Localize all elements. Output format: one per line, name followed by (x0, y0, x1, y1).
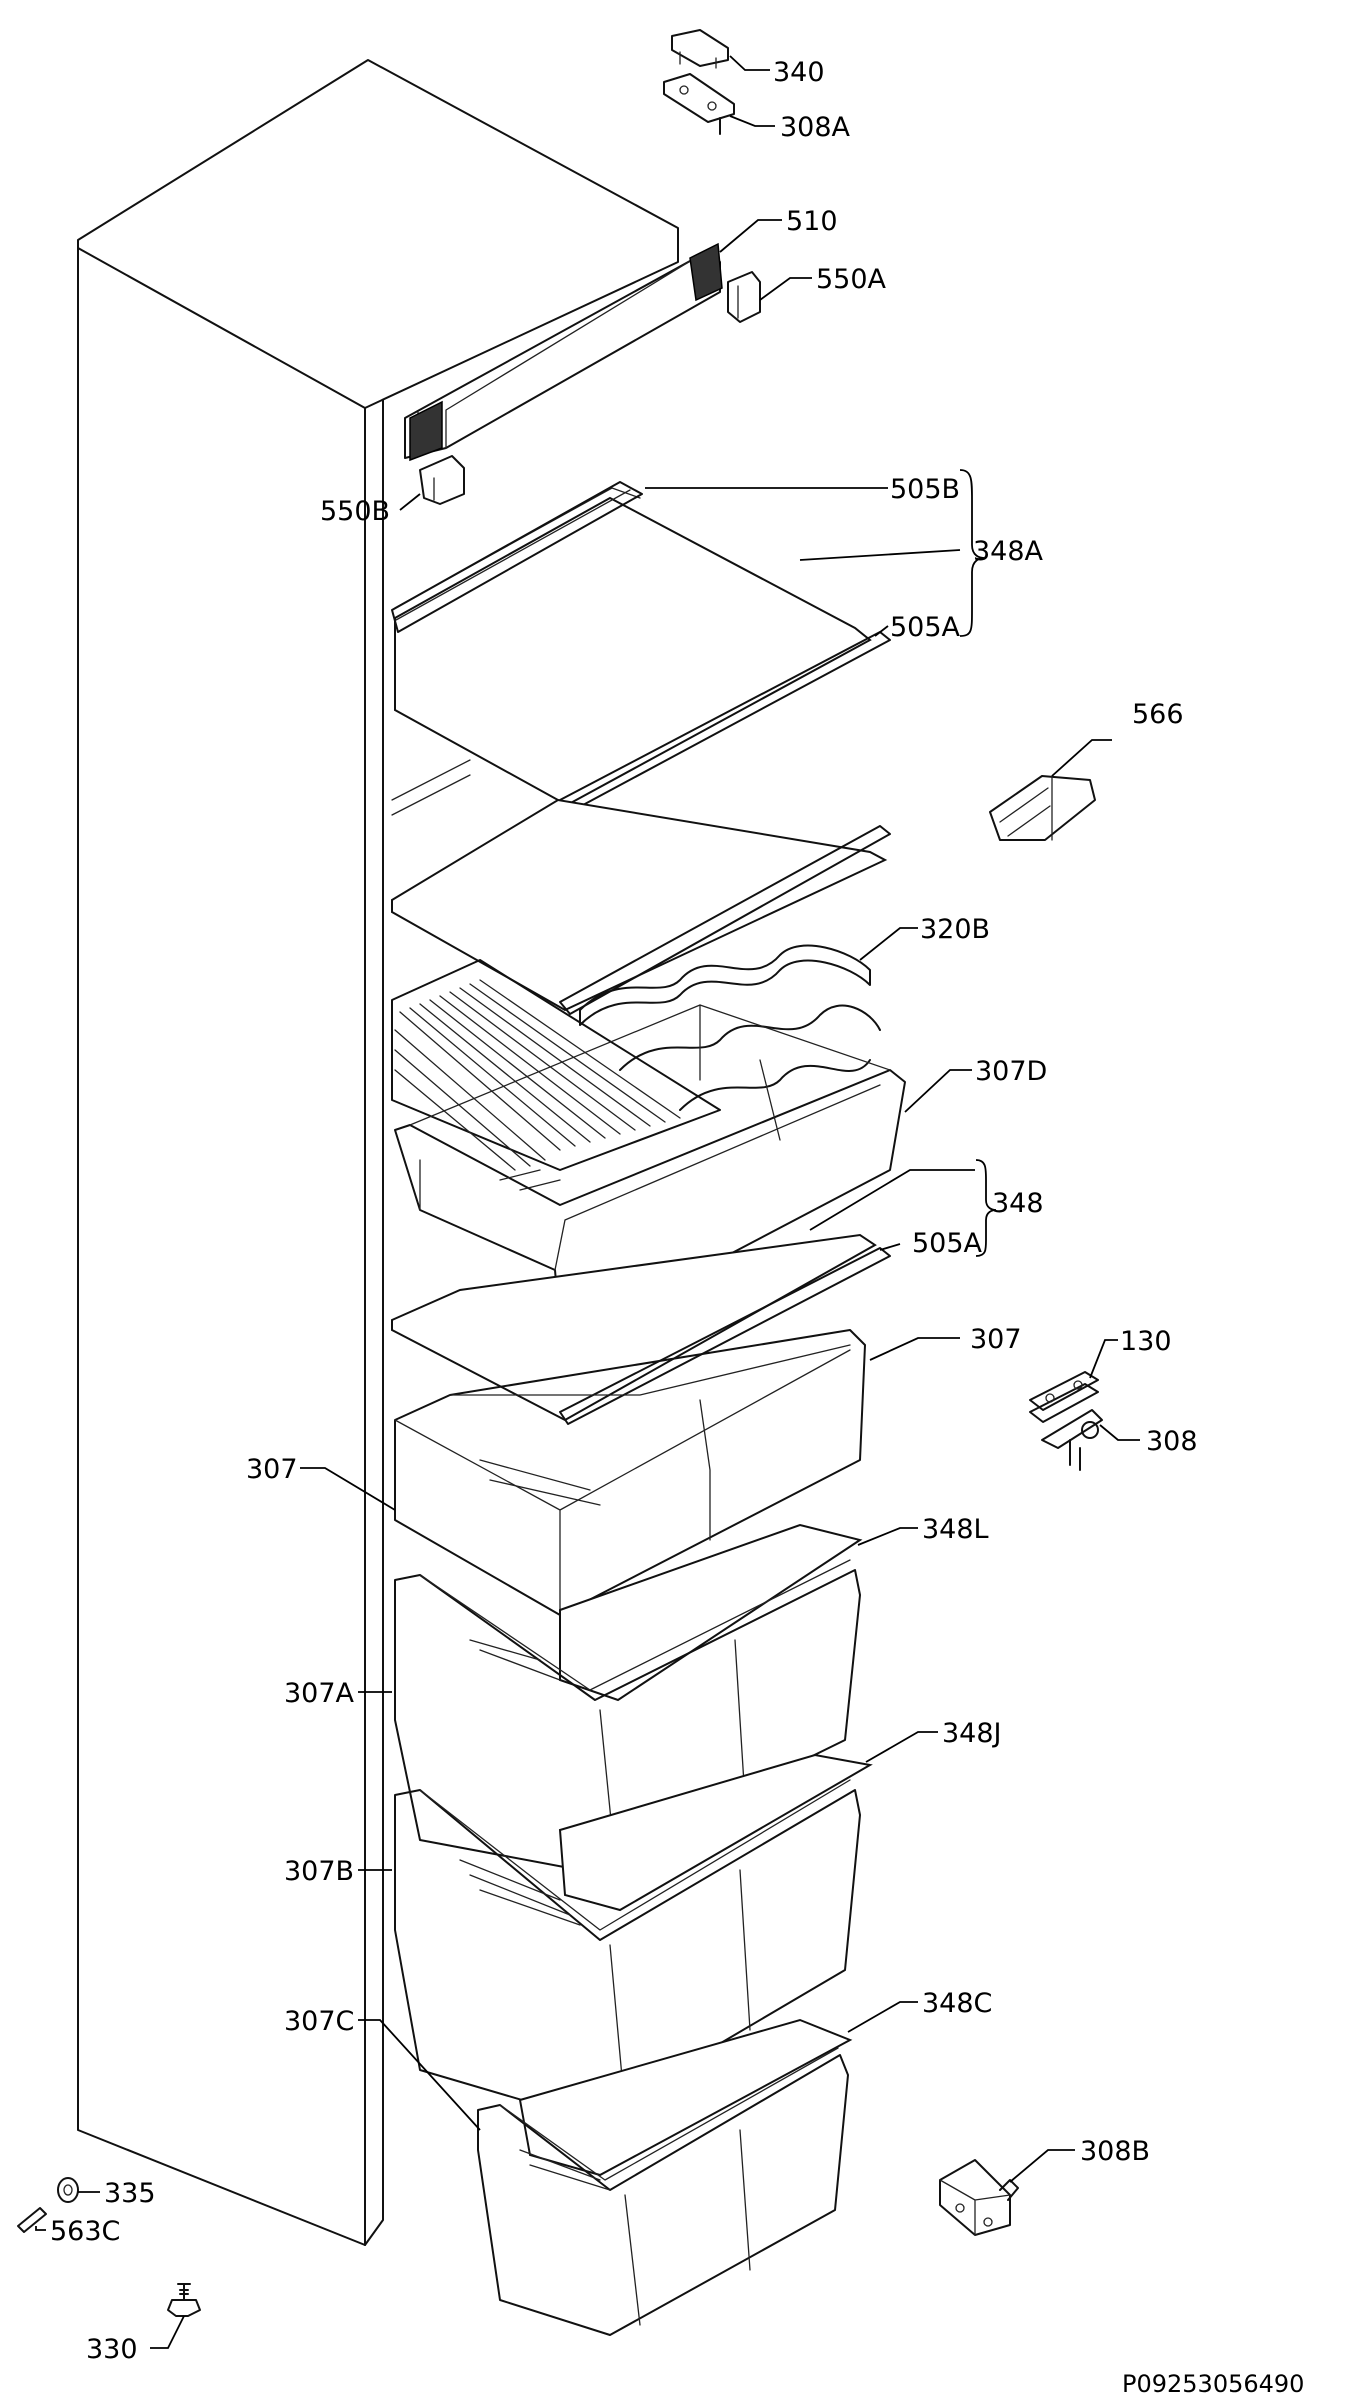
leader-lines (35, 55, 1140, 2349)
drawer-307A (394, 1559, 861, 1871)
label-308B: 308B (1080, 2136, 1150, 2167)
label-505A-mid: 505A (912, 1228, 983, 1259)
label-307C: 307C (284, 2006, 354, 2037)
label-550B: 550B (320, 496, 390, 527)
label-563C: 563C (50, 2216, 120, 2247)
hinge-130 (1029, 1371, 1099, 1423)
label-566: 566 (1132, 699, 1184, 730)
label-307-right: 307 (970, 1324, 1022, 1355)
drawer-307C (477, 2047, 849, 2336)
drawer-307D (394, 1004, 906, 1331)
pin-563C (17, 2207, 47, 2233)
clip-550B (419, 455, 465, 505)
group-brackets (959, 469, 997, 1257)
drawer-307 (394, 1329, 866, 1616)
label-307-left: 307 (246, 1454, 298, 1485)
label-340: 340 (773, 57, 825, 88)
top-hinge-cover-340 (671, 29, 729, 69)
glass-shelf-348A (394, 487, 872, 807)
glass-cover-348J (558, 1753, 873, 1912)
wire-shelf (391, 959, 721, 1171)
glass-cover-348L (559, 1523, 863, 1702)
label-330: 330 (86, 2334, 138, 2365)
glass-shelf-348 (391, 1233, 891, 1425)
label-307D: 307D (975, 1056, 1047, 1087)
label-335: 335 (104, 2178, 156, 2209)
spacer-335 (57, 2177, 79, 2203)
label-308A: 308A (780, 112, 851, 143)
cabinet (77, 59, 679, 2246)
label-550A: 550A (816, 264, 887, 295)
label-505B: 505B (890, 474, 960, 505)
label-348A: 348A (973, 536, 1044, 567)
bracket-566 (989, 775, 1096, 841)
label-348J: 348J (942, 1718, 1002, 1749)
clip-550A (727, 271, 761, 323)
part-labels: 340 308A 510 550A 550B 505B 348A 505A 56… (50, 57, 1198, 2365)
glass-shelf-2 (391, 759, 891, 1015)
hinge-308 (1041, 1409, 1103, 1471)
foot-330 (167, 2283, 201, 2317)
label-348L: 348L (922, 1514, 989, 1545)
drawer-307B (394, 1779, 861, 2121)
front-trim-505B (391, 481, 643, 633)
glass-cover-348C (518, 2018, 853, 2177)
label-348: 348 (992, 1188, 1044, 1219)
label-308: 308 (1146, 1426, 1198, 1457)
top-hinge-308A (663, 73, 735, 135)
label-320B: 320B (920, 914, 990, 945)
label-307B: 307B (284, 1856, 354, 1887)
hinge-308B (939, 2159, 1019, 2236)
label-130: 130 (1120, 1326, 1172, 1357)
label-348C: 348C (922, 1988, 992, 2019)
label-307A: 307A (284, 1678, 355, 1709)
reference-code: P09253056490 (1122, 2370, 1304, 2398)
label-505A-top: 505A (890, 612, 961, 643)
control-strip-510 (404, 242, 723, 462)
label-510: 510 (786, 206, 838, 237)
